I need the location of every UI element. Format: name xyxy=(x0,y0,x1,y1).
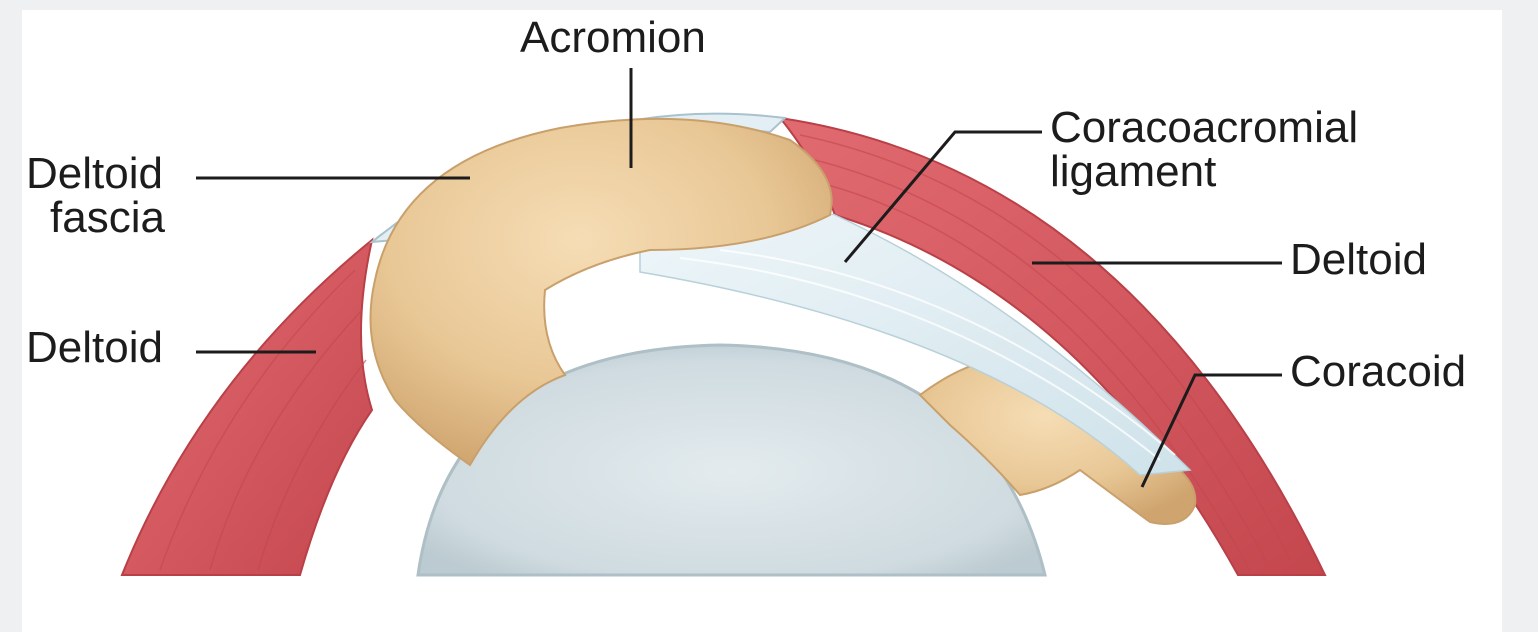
leader-coracoid xyxy=(1140,373,1282,488)
leader-coracoacromial xyxy=(843,130,1042,263)
label-deltoid-left: Deltoid xyxy=(26,323,163,372)
acromion-bone xyxy=(369,117,833,467)
label-deltoid-right: Deltoid xyxy=(1290,235,1427,284)
label-coracoacromial-line1: Coracoacromial xyxy=(1050,103,1359,152)
label-deltoid-fascia-line1: Deltoid xyxy=(26,149,163,198)
label-coracoacromial-line2: ligament xyxy=(1050,147,1217,196)
deltoid-muscle-right xyxy=(777,116,1327,576)
deltoid-muscle-left xyxy=(120,237,374,576)
label-coracoid: Coracoid xyxy=(1290,347,1467,396)
ligament-fibers xyxy=(679,249,1176,461)
leader-lines xyxy=(196,68,1282,488)
label-deltoid-fascia-line2: fascia xyxy=(50,193,165,242)
muscle-fibers xyxy=(159,134,1291,571)
label-acromion: Acromion xyxy=(520,13,706,62)
